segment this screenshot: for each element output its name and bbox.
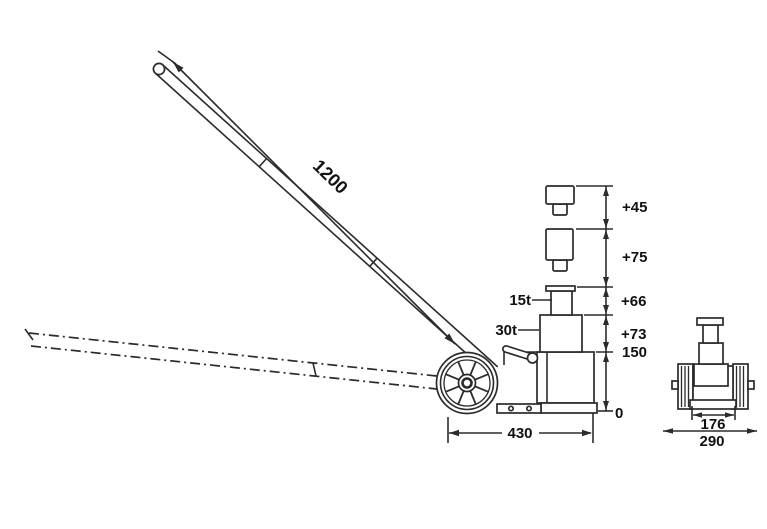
track-width-dimension: 176	[691, 406, 736, 433]
wheel	[435, 351, 499, 415]
extension-adapter-75	[545, 228, 574, 272]
front-saddle-cap	[696, 317, 724, 326]
overall-width-dimension: 290	[663, 428, 757, 450]
height-label-plus66: +66	[621, 293, 646, 310]
arrowhead-down-icon	[444, 333, 455, 344]
lowered-handle-end-tick	[24, 328, 34, 341]
release-lever	[502, 345, 539, 364]
handle-length-label: 1200	[309, 156, 352, 198]
axle-stub-right	[747, 380, 755, 390]
extension-adapter-45	[545, 185, 575, 216]
front-ram-30t	[693, 363, 729, 387]
handle-joint-tick-1	[258, 157, 268, 168]
bolt-icon	[507, 405, 515, 412]
handle-end-cap	[152, 62, 166, 76]
handle-length-dimension: 1200	[157, 50, 456, 345]
arrowhead-up-icon	[173, 62, 184, 73]
height-label-0: 0	[615, 405, 623, 422]
base-length-dimension: 430	[447, 413, 594, 443]
ram-30t	[539, 314, 583, 353]
wheel-spokes	[445, 361, 489, 405]
front-view: 176 290	[663, 317, 757, 450]
ram-15t-label: 15t	[509, 292, 531, 309]
track-width-label: 176	[700, 416, 725, 433]
front-ram-15t	[698, 342, 724, 365]
bolt-icon	[525, 405, 533, 412]
ram-15t	[545, 285, 576, 316]
handle	[152, 62, 499, 376]
height-dimension-scale: +45 +75 +66 +73 150 0	[576, 185, 647, 422]
axle-stub-left	[671, 380, 679, 390]
height-label-plus73: +73	[621, 326, 646, 343]
ram-saddle-flange	[545, 285, 576, 292]
jack-body	[496, 345, 598, 414]
dimension-end-tick	[157, 50, 177, 65]
chassis-plate	[496, 403, 542, 414]
front-saddle-stem	[702, 324, 719, 344]
body-cylinder-housing	[536, 351, 595, 404]
height-label-plus45: +45	[622, 199, 647, 216]
front-base-plate	[689, 399, 737, 410]
lowered-handle-outline	[24, 328, 438, 390]
ram-capacity-labels: 15t 30t	[495, 292, 552, 339]
overall-width-label: 290	[699, 433, 724, 450]
body-base-flange	[540, 402, 598, 414]
ram-30t-label: 30t	[495, 322, 517, 339]
height-label-150: 150	[622, 344, 647, 361]
base-length-label: 430	[507, 425, 532, 442]
lowered-handle-joint-tick	[312, 362, 317, 377]
height-label-plus75: +75	[622, 249, 647, 266]
